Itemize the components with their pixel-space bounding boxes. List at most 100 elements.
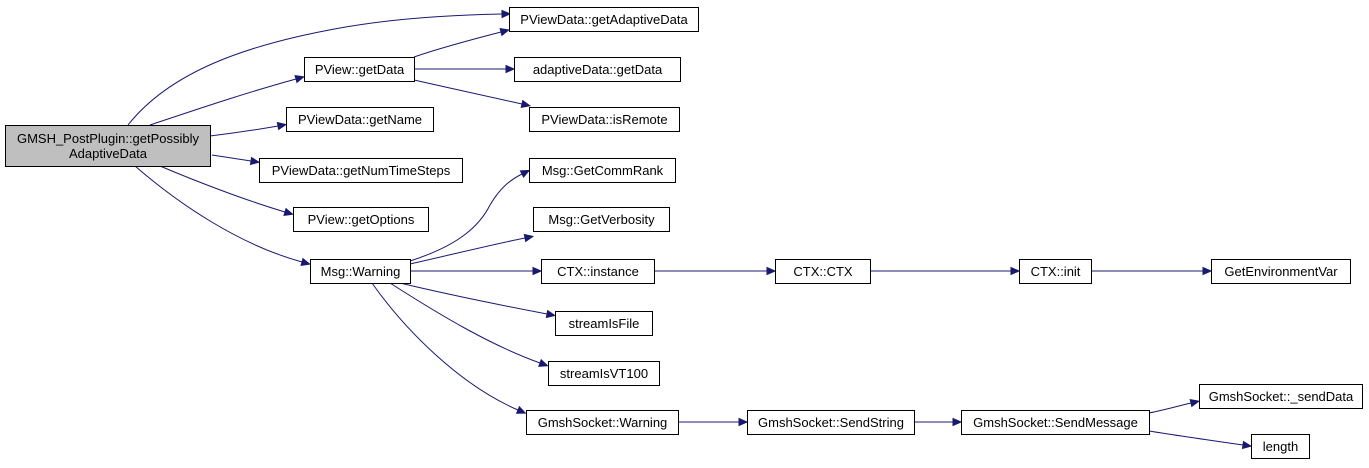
node-getEnvVar[interactable]: GetEnvironmentVar (1211, 259, 1351, 284)
node-gmshSocketWarning[interactable]: GmshSocket::Warning (526, 410, 679, 435)
node-msgWarning[interactable]: Msg::Warning (310, 259, 411, 284)
node-box[interactable] (548, 361, 660, 386)
node-box[interactable] (293, 207, 429, 232)
arrowhead-icon (294, 75, 305, 84)
arrowhead-icon (1189, 398, 1201, 408)
node-box[interactable] (541, 259, 655, 284)
node-box[interactable] (526, 410, 679, 435)
arrowhead-icon (538, 358, 549, 367)
node-box[interactable] (514, 57, 681, 82)
edge-msgWarning-to-ctxInstance (409, 266, 543, 276)
node-length[interactable]: length (1251, 434, 1310, 459)
edge-line (1148, 402, 1192, 414)
edge-line (371, 282, 519, 411)
node-box[interactable] (286, 107, 434, 132)
arrowhead-icon (249, 156, 261, 166)
node-adaptiveGetData[interactable]: adaptiveData::getData (514, 57, 681, 82)
node-getNumTimeSteps[interactable]: PViewData::getNumTimeSteps (259, 158, 463, 183)
node-ctxCtx[interactable]: CTX::CTX (775, 259, 871, 284)
node-box[interactable] (1251, 434, 1310, 459)
node-label: PView::getData (315, 62, 405, 77)
node-ctxInstance[interactable]: CTX::instance (541, 259, 655, 284)
node-label: CTX::CTX (793, 264, 853, 279)
node-getCommRank[interactable]: Msg::GetCommRank (529, 158, 676, 183)
node-label: streamIsFile (569, 316, 640, 331)
node-isRemote[interactable]: PViewData::isRemote (529, 107, 680, 132)
arrowhead-icon (523, 233, 535, 243)
node-getVerbosity[interactable]: Msg::GetVerbosity (533, 207, 670, 232)
node-label: Msg::GetVerbosity (548, 212, 655, 227)
arrowhead-icon (1241, 440, 1253, 450)
node-label: adaptiveData::getData (533, 62, 663, 77)
edge-pviewGetData-to-adaptiveGetData (414, 64, 516, 74)
node-sendData[interactable]: GmshSocket::_sendData (1199, 384, 1363, 409)
node-label: Msg::Warning (321, 264, 401, 279)
node-streamIsFile[interactable]: streamIsFile (555, 311, 653, 336)
edge-line (413, 79, 523, 105)
node-label: length (1263, 439, 1298, 454)
node-box[interactable] (747, 410, 915, 435)
node-label: GmshSocket::_sendData (1209, 389, 1354, 404)
edge-msgWarning-to-streamIsVT100 (389, 282, 549, 367)
edge-pviewGetData-to-getAdaptiveData (413, 27, 510, 58)
node-sendString[interactable]: GmshSocket::SendString (747, 410, 915, 435)
node-getAdaptiveData[interactable]: PViewData::getAdaptiveData (509, 7, 699, 32)
arrowhead-icon (505, 64, 516, 74)
edge-line (399, 282, 548, 315)
edge-line (409, 237, 526, 265)
node-streamIsVT100[interactable]: streamIsVT100 (548, 361, 660, 386)
arrowhead-icon (515, 405, 527, 414)
arrowhead-icon (1010, 266, 1021, 276)
edge-msgWarning-to-getCommRank (409, 169, 531, 262)
node-ctxInit[interactable]: CTX::init (1019, 259, 1092, 284)
edge-line (389, 282, 541, 364)
node-box[interactable] (961, 410, 1150, 435)
arrowhead-icon (766, 266, 777, 276)
edge-msgWarning-to-gmshSocketWarning (371, 282, 527, 414)
nodes-layer: GMSH_PostPlugin::getPossiblyAdaptiveData… (5, 7, 1363, 459)
node-box[interactable] (5, 125, 211, 167)
edge-root-to-getNumTimeSteps (211, 154, 261, 166)
node-label: PViewData::isRemote (541, 112, 667, 127)
node-box[interactable] (1199, 384, 1363, 409)
node-getOptions[interactable]: PView::getOptions (293, 207, 429, 232)
edge-line (127, 13, 503, 126)
node-box[interactable] (529, 158, 676, 183)
node-getName[interactable]: PViewData::getName (286, 107, 434, 132)
node-box[interactable] (1211, 259, 1351, 284)
edge-root-to-msgWarning (134, 165, 311, 266)
node-box[interactable] (1019, 259, 1092, 284)
node-box[interactable] (304, 57, 415, 82)
node-label: PViewData::getAdaptiveData (520, 12, 688, 27)
edge-pviewGetData-to-isRemote (413, 79, 532, 109)
node-label: PView::getOptions (308, 212, 415, 227)
edge-root-to-getOptions (159, 165, 294, 216)
edge-ctxInit-to-getEnvVar (1090, 266, 1213, 276)
arrowhead-icon (300, 257, 311, 266)
edge-line (1148, 430, 1244, 446)
edge-line (413, 31, 502, 58)
node-box[interactable] (310, 259, 411, 284)
arrowhead-icon (520, 99, 532, 109)
arrowhead-icon (952, 417, 963, 427)
node-pviewGetData[interactable]: PView::getData (304, 57, 415, 82)
node-label: GetEnvironmentVar (1224, 264, 1338, 279)
node-box[interactable] (775, 259, 871, 284)
node-box[interactable] (259, 158, 463, 183)
edge-root-to-getName (209, 121, 288, 137)
node-box[interactable] (533, 207, 670, 232)
edge-line (149, 78, 297, 126)
arrowhead-icon (738, 417, 749, 427)
node-box[interactable] (509, 7, 699, 32)
node-box[interactable] (555, 311, 653, 336)
node-box[interactable] (529, 107, 680, 132)
node-sendMessage[interactable]: GmshSocket::SendMessage (961, 410, 1150, 435)
edge-ctxCtx-to-ctxInit (869, 266, 1021, 276)
edge-line (159, 165, 286, 213)
node-label: GMSH_PostPlugin::getPossibly (17, 131, 200, 146)
edge-msgWarning-to-getVerbosity (409, 233, 535, 265)
edge-msgWarning-to-streamIsFile (399, 282, 557, 319)
node-label: PViewData::getNumTimeSteps (272, 163, 451, 178)
